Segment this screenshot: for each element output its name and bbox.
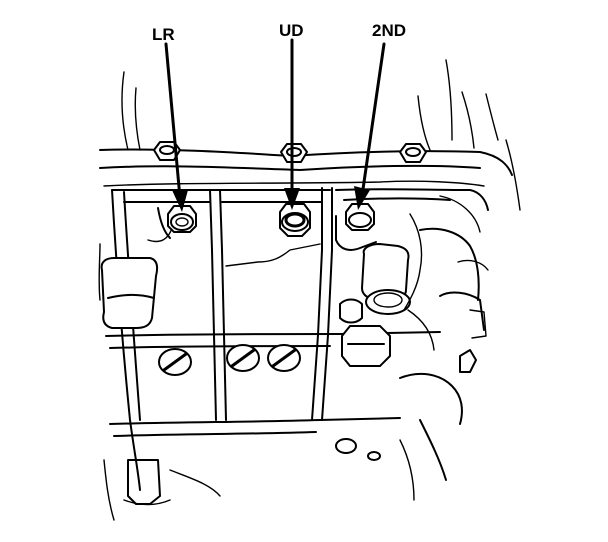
ud-label: UD bbox=[279, 21, 304, 40]
upper-housing bbox=[99, 59, 521, 211]
plug-left bbox=[158, 348, 192, 376]
second-label: 2ND bbox=[372, 21, 406, 40]
plug-center-left bbox=[226, 344, 260, 372]
ud-port-fitting bbox=[279, 203, 311, 237]
lr-port-fitting bbox=[157, 205, 197, 239]
rim-bolt-center bbox=[280, 143, 308, 163]
left-housing bbox=[98, 243, 221, 521]
lr-arrow bbox=[164, 42, 188, 212]
rim-bolt-left bbox=[153, 141, 181, 161]
rim-bolt-right bbox=[399, 143, 427, 163]
second-arrow bbox=[354, 42, 386, 210]
right-housing bbox=[335, 188, 489, 501]
ud-arrow bbox=[284, 38, 300, 210]
lr-label: LR bbox=[152, 25, 175, 44]
plug-center-right bbox=[267, 344, 301, 372]
second-port-fitting bbox=[335, 203, 377, 251]
